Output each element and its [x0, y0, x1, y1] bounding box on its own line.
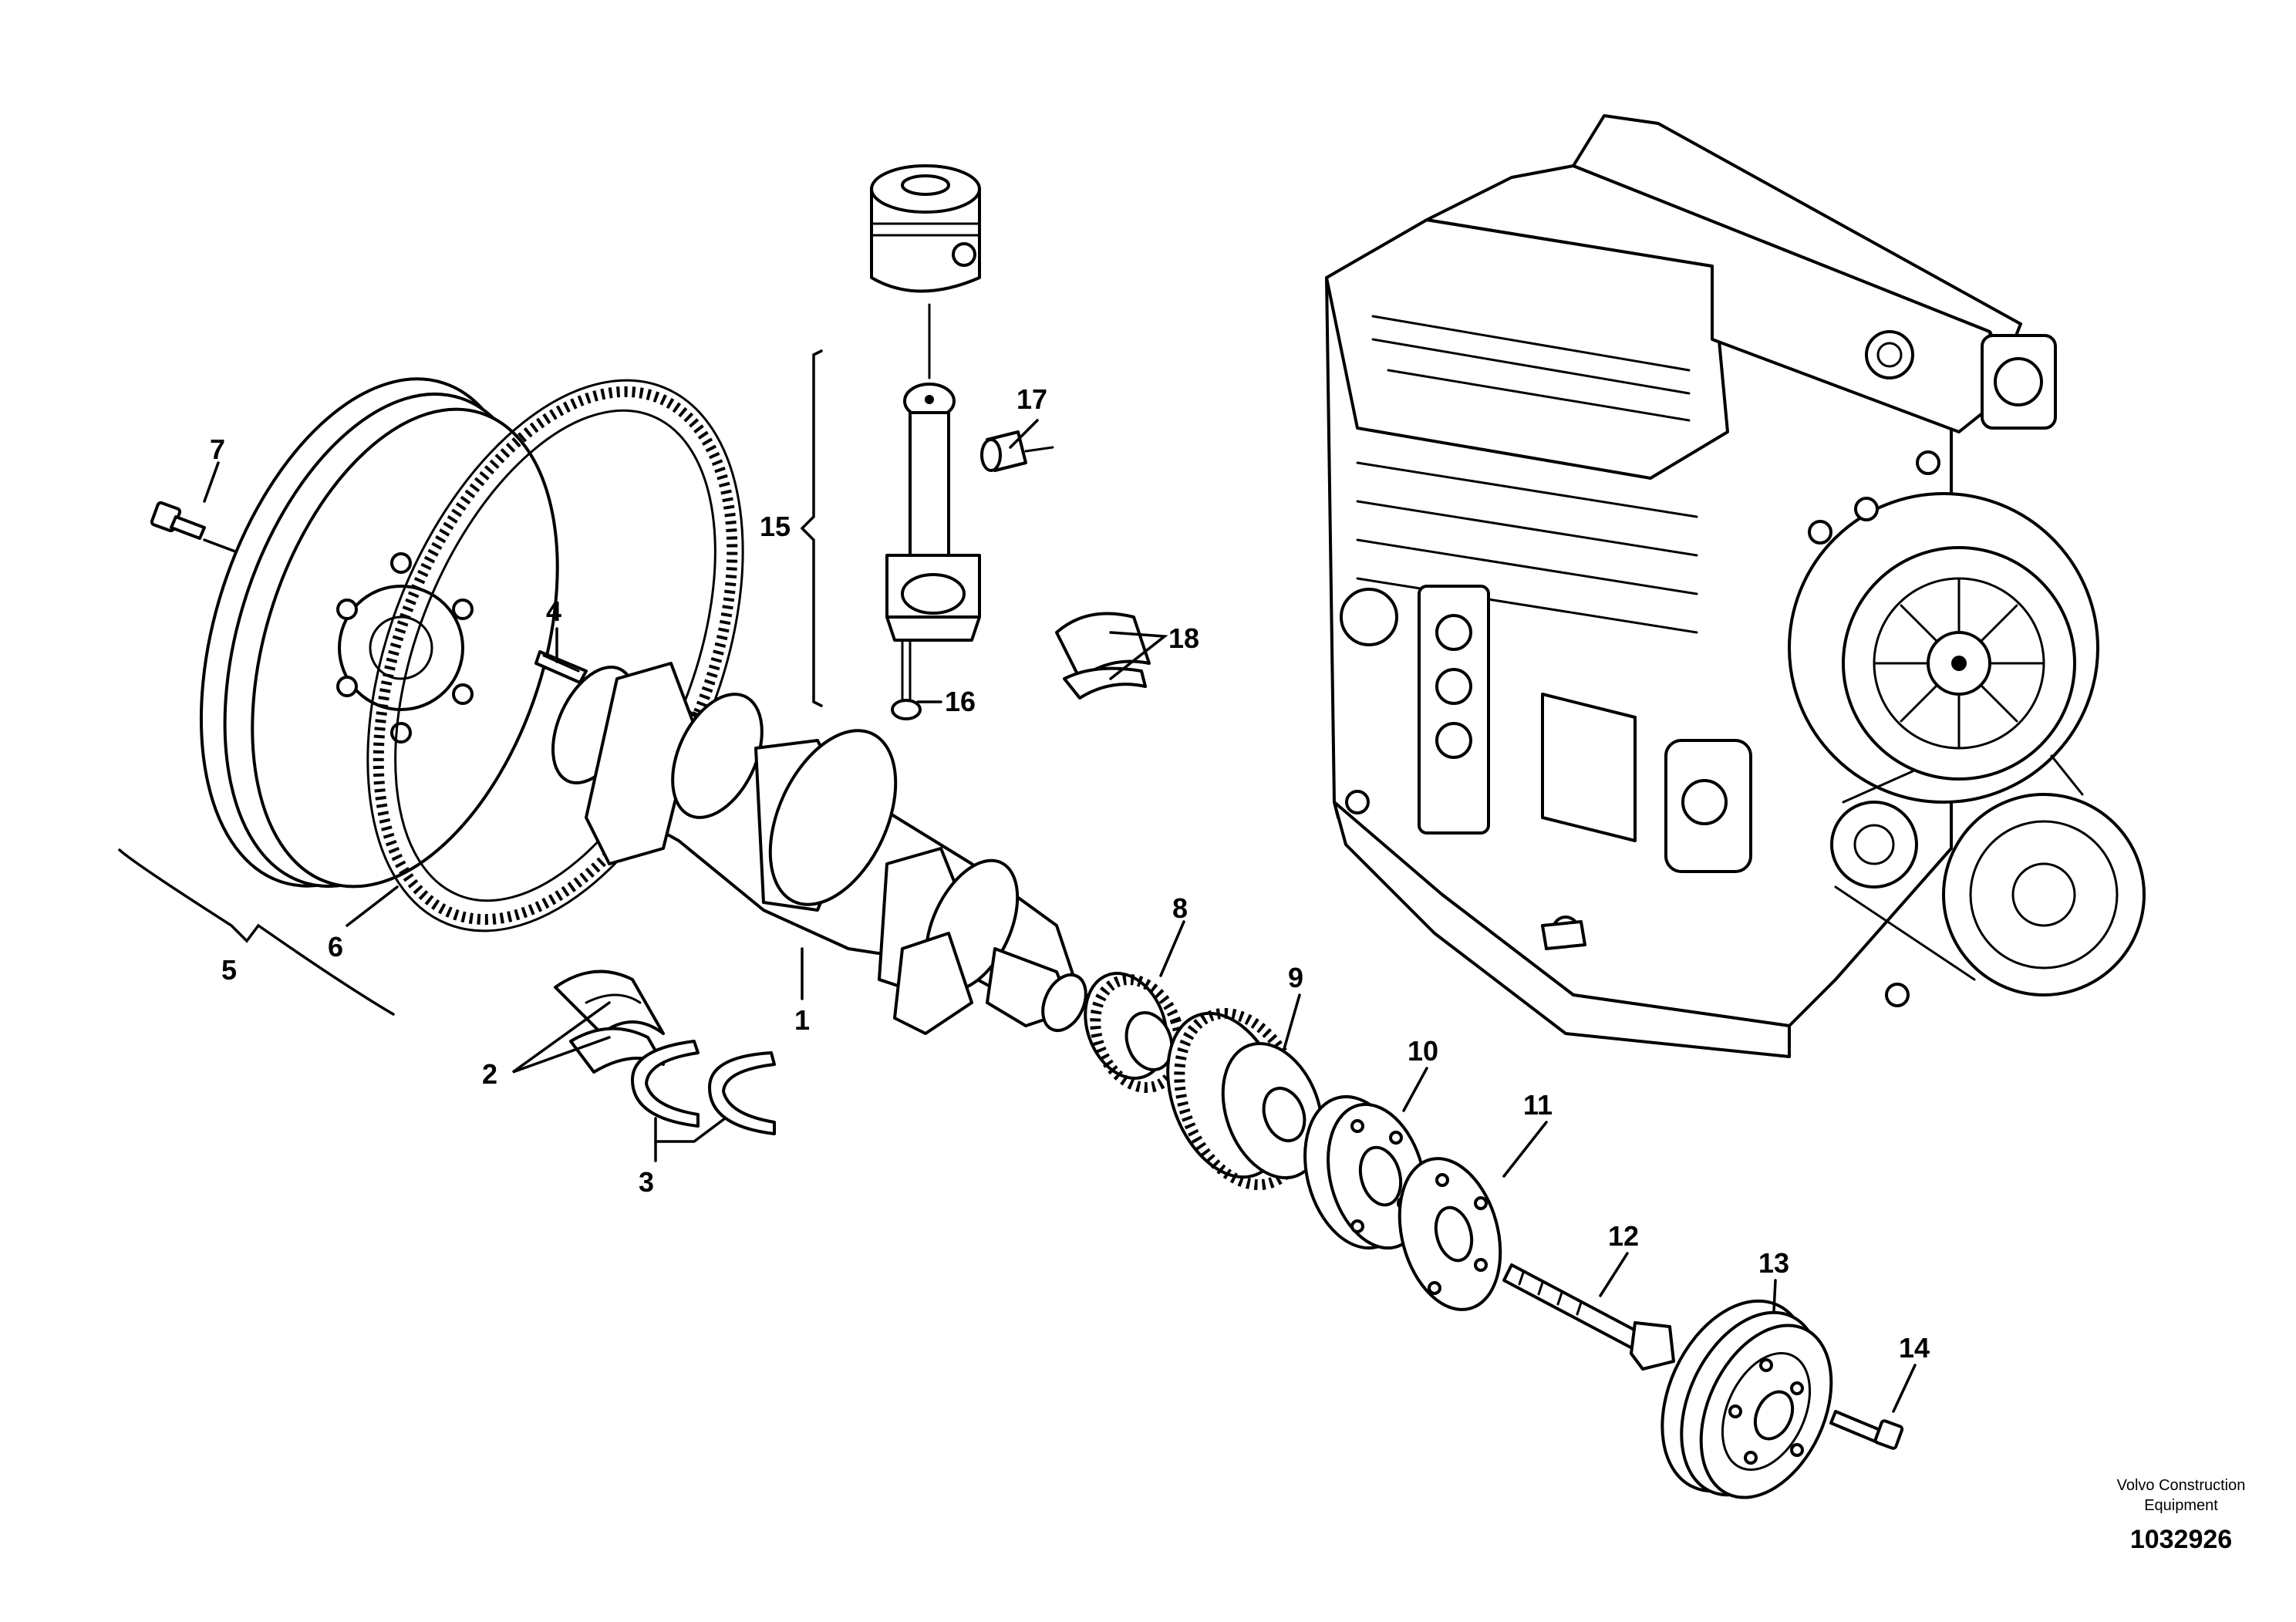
callout-11: 11: [1523, 1089, 1553, 1121]
con-rod-bearing: [1055, 612, 1151, 700]
leader-lines: [118, 349, 1917, 1413]
callout-labels: 1 2 3 4 5 6 7 8 9 10 11 12 13 14 15 16 1…: [210, 383, 1930, 1364]
crank-gear-9: [1166, 1007, 1324, 1191]
callout-13: 13: [1758, 1247, 1789, 1279]
callout-14: 14: [1899, 1332, 1930, 1364]
connecting-rod: [885, 383, 981, 642]
callout-16: 16: [945, 686, 976, 717]
callout-7: 7: [210, 433, 225, 465]
callout-4: 4: [546, 595, 561, 627]
footer-block: Volvo Construction Equipment 1032926: [2117, 1477, 2246, 1554]
callout-9: 9: [1288, 962, 1303, 993]
bolt-7: [150, 501, 206, 540]
flywheel: [199, 377, 559, 889]
con-rod-bolt: [891, 639, 922, 720]
v-belt-pulley: [1660, 1299, 1833, 1499]
piston-pin-bushing: [980, 430, 1054, 472]
callout-1: 1: [794, 1004, 810, 1036]
callout-12: 12: [1608, 1220, 1639, 1252]
brand-line-2: Equipment: [2144, 1497, 2218, 1514]
callout-8: 8: [1172, 892, 1188, 924]
washer-plate: [1397, 1157, 1502, 1311]
bolt-4: [534, 650, 588, 684]
pulley-hub: [1303, 1094, 1427, 1250]
callout-10: 10: [1408, 1035, 1438, 1067]
piston: [870, 164, 981, 379]
crank-gear-8: [1084, 972, 1185, 1093]
callout-5: 5: [221, 954, 237, 986]
callout-17: 17: [1017, 383, 1047, 415]
callout-2: 2: [482, 1058, 497, 1090]
callout-15: 15: [760, 511, 791, 542]
crankshaft: [551, 662, 1087, 1035]
brand-line-1: Volvo Construction: [2117, 1477, 2246, 1494]
callout-3: 3: [639, 1166, 654, 1198]
reference-number: 1032926: [2130, 1525, 2232, 1554]
callout-18: 18: [1168, 622, 1199, 654]
pulley-bolt: [1829, 1410, 1904, 1450]
callout-6: 6: [328, 931, 343, 963]
center-bolt: [1502, 1263, 1675, 1371]
engine-assembly: [1325, 114, 2146, 1058]
thrust-washers: [631, 1040, 776, 1135]
